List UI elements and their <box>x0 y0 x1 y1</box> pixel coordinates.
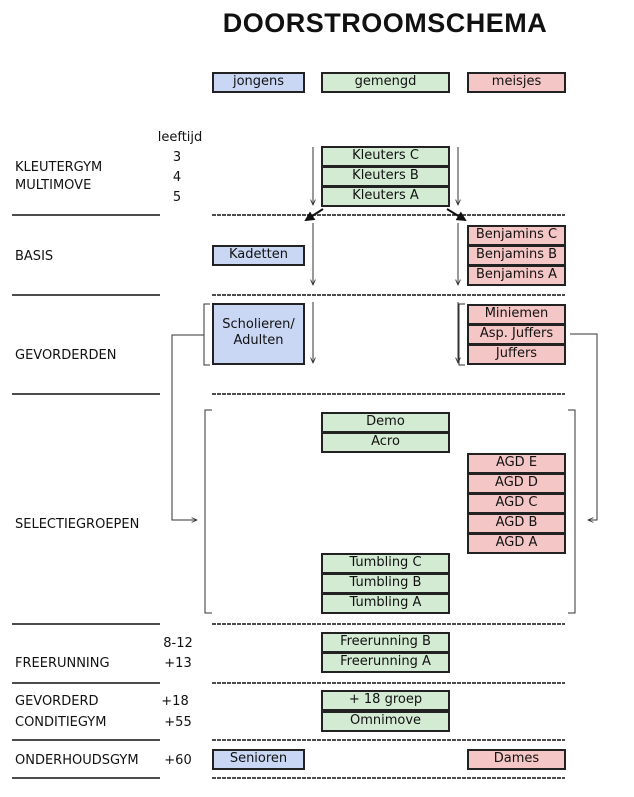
group-scholieren-line1: Scholieren/ <box>222 317 295 332</box>
age-plus13: +13 <box>164 656 192 671</box>
bracket-selectie-left <box>204 409 212 614</box>
group-benjamins-c: Benjamins C <box>467 225 566 246</box>
group-omnimove: Omnimove <box>321 711 450 732</box>
section-kleutergym-line2: MULTIMOVE <box>15 178 92 193</box>
group-scholieren-adulten: Scholieren/ Adulten <box>212 303 305 365</box>
bracket-selectie-right <box>568 409 576 614</box>
legend-girls: meisjes <box>467 72 566 93</box>
group-tumbling-c: Tumbling C <box>321 553 450 574</box>
group-agd-a: AGD A <box>467 533 566 554</box>
group-plus18: + 18 groep <box>321 690 450 711</box>
section-conditiegym-line2: CONDITIEGYM <box>15 715 107 730</box>
arrow-diag-right <box>446 208 467 222</box>
age-8-12: 8-12 <box>163 636 193 651</box>
group-kadetten: Kadetten <box>212 245 305 266</box>
page-title: DOORSTROOMSCHEMA <box>222 8 548 38</box>
age-plus60: +60 <box>164 753 192 768</box>
group-benjamins-b: Benjamins B <box>467 245 566 266</box>
legend-mixed: gemengd <box>321 72 450 93</box>
group-miniemen: Miniemen <box>467 304 566 325</box>
section-selectiegroepen: SELECTIEGROEPEN <box>15 517 140 532</box>
group-asp-juffers: Asp. Juffers <box>467 324 566 345</box>
section-onderhoudsgym: ONDERHOUDSGYM <box>15 753 139 768</box>
section-gevorderden: GEVORDERDEN <box>15 348 117 363</box>
group-tumbling-a: Tumbling A <box>321 593 450 614</box>
age-plus55: +55 <box>164 715 192 730</box>
section-kleutergym-line1: KLEUTERGYM <box>15 160 103 175</box>
arrow-right-connector <box>570 333 598 520</box>
age-header: leeftijd <box>157 130 203 145</box>
group-agd-e: AGD E <box>467 453 566 474</box>
arrow-diag-left <box>304 208 324 222</box>
group-agd-c: AGD C <box>467 493 566 514</box>
age-3: 3 <box>172 150 182 165</box>
section-basis: BASIS <box>15 249 54 264</box>
group-tumbling-b: Tumbling B <box>321 573 450 594</box>
group-agd-d: AGD D <box>467 473 566 494</box>
section-conditiegym-line1: GEVORDERD <box>15 694 99 709</box>
age-5: 5 <box>172 190 182 205</box>
group-kleuters-c: Kleuters C <box>321 146 450 167</box>
bracket-gevorderden-left <box>203 303 210 366</box>
section-freerunning: FREERUNNING <box>15 656 110 671</box>
legend-boys: jongens <box>212 72 305 93</box>
age-4: 4 <box>172 170 182 185</box>
arrow-left-connector <box>171 334 204 520</box>
group-dames: Dames <box>467 749 566 770</box>
age-plus18: +18 <box>161 694 189 709</box>
group-freerunning-a: Freerunning A <box>321 652 450 673</box>
group-demo: Demo <box>321 412 450 433</box>
group-kleuters-b: Kleuters B <box>321 166 450 187</box>
group-benjamins-a: Benjamins A <box>467 265 566 286</box>
group-freerunning-b: Freerunning B <box>321 632 450 653</box>
group-kleuters-a: Kleuters A <box>321 186 450 207</box>
bracket-gevorderden-right <box>458 303 465 366</box>
group-juffers: Juffers <box>467 344 566 365</box>
group-senioren: Senioren <box>212 749 305 770</box>
group-agd-b: AGD B <box>467 513 566 534</box>
group-scholieren-line2: Adulten <box>233 333 284 348</box>
group-acro: Acro <box>321 432 450 453</box>
